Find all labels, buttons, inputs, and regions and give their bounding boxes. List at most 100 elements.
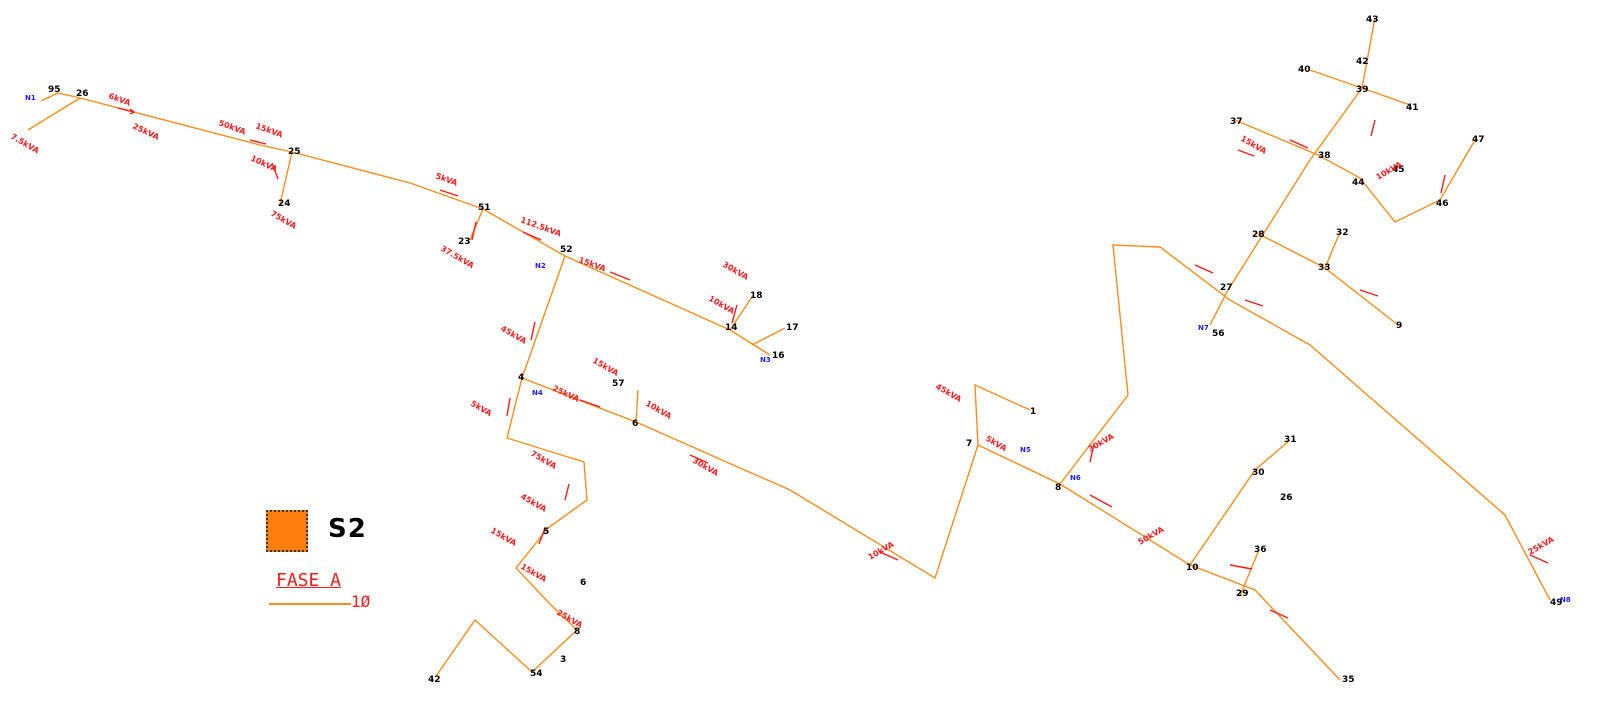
node-label: 49: [1550, 598, 1563, 608]
node-label: 30: [1252, 468, 1265, 478]
node-label: 52: [560, 245, 573, 255]
feeder-branch-16: [751, 327, 786, 346]
node-label: 95: [48, 85, 61, 95]
node-label: 24: [278, 199, 291, 209]
legend-phase-count: 1Ø: [351, 592, 371, 611]
load-label: 5kVA: [984, 434, 1009, 454]
node-label: 35: [1342, 675, 1355, 685]
node-label: 54: [530, 669, 543, 679]
load-arrows: [117, 107, 1549, 619]
node-label: 45: [1392, 165, 1405, 175]
node-label: 37: [1230, 117, 1243, 127]
node-label: 23: [458, 237, 471, 247]
node-label: 26: [76, 89, 89, 99]
load-label: 50kVA: [217, 118, 247, 136]
legend-symbol-label: S2: [328, 514, 367, 544]
load-label: 25kVA: [555, 608, 585, 630]
node-label: 33: [1318, 263, 1331, 273]
node-label: 56: [1212, 329, 1225, 339]
legend-phase-line: [269, 603, 351, 605]
feeder-branch-27: [1254, 231, 1399, 326]
node-label: 16: [772, 351, 785, 361]
load-arrow: [249, 139, 267, 145]
load-label: 112.5kVA: [519, 215, 563, 238]
load-arrow: [1529, 554, 1549, 564]
legend-phase-label: FASE A: [276, 570, 342, 591]
feeder-line-loop: [1059, 244, 1551, 601]
load-arrow: [1237, 149, 1255, 157]
feeder-branch-51: [469, 208, 484, 241]
legend-symbol-swatch: [266, 510, 308, 552]
node-label: 31: [1284, 435, 1297, 445]
load-arrow: [530, 321, 536, 341]
load-arrow: [1244, 299, 1264, 307]
node-label: 32: [1336, 228, 1349, 238]
load-arrow: [1440, 174, 1446, 194]
feeder-branch-37: [1234, 119, 1476, 223]
load-label: 25kVA: [131, 122, 161, 142]
load-label: 75kVA: [269, 209, 299, 231]
feeder-lines: [27, 17, 1551, 681]
load-label: 10kVA: [867, 539, 897, 561]
load-label: 45kVA: [499, 324, 529, 346]
node-tag: N3: [760, 356, 771, 364]
load-label: 7.5kVA: [9, 132, 41, 156]
node-label: 42: [1356, 57, 1369, 67]
load-arrow: [439, 189, 459, 197]
feeder-line-right: [977, 444, 1341, 681]
node-label: 47: [1472, 135, 1485, 145]
node-labels: 95 26 25 24 51 23 52 17 16 14 18 4 6 57 …: [48, 15, 1563, 685]
node-tags: N1 N2 N3 N4 N5 N6 N7 N8: [25, 94, 1571, 604]
node-label: 41: [1406, 103, 1419, 113]
node-label: 36: [1254, 545, 1267, 555]
node-label: 4: [518, 373, 524, 383]
node-tag: N7: [1198, 324, 1209, 332]
load-label: 10kVA: [249, 154, 279, 174]
load-label: 5kVA: [434, 171, 459, 188]
load-label: 25kVA: [551, 384, 581, 404]
load-arrow: [1089, 494, 1113, 508]
feeder-line-down: [435, 255, 588, 677]
node-label: 46: [1436, 199, 1449, 209]
feeder-branch-25: [279, 151, 293, 205]
load-label: 37.5kVA: [439, 244, 476, 271]
load-label: 45kVA: [519, 492, 549, 514]
load-label: 10kVA: [707, 294, 737, 316]
feeder-branch-33: [1324, 231, 1341, 269]
feeder-branch-35: [1239, 551, 1259, 597]
load-arrow: [1359, 289, 1379, 297]
node-label: 7: [966, 439, 972, 449]
load-arrow: [271, 162, 279, 180]
load-arrow: [538, 527, 546, 545]
load-arrow: [564, 483, 570, 501]
node-label: 8: [1055, 483, 1061, 493]
node-label: 25: [288, 147, 301, 157]
node-label: 29: [1236, 589, 1249, 599]
node-label: 40: [1298, 65, 1311, 75]
node-label: 6: [580, 578, 586, 588]
load-arrow: [731, 304, 738, 324]
load-label: 15kVA: [591, 356, 621, 378]
load-arrow: [1194, 264, 1214, 274]
node-label: 5: [543, 527, 549, 537]
load-label: 10kVA: [644, 399, 674, 421]
load-label: 15kVA: [519, 562, 549, 584]
node-label: 10: [1186, 563, 1199, 573]
load-arrow: [579, 399, 601, 408]
node-tag: N5: [1020, 446, 1031, 454]
node-label: 9: [1396, 321, 1402, 331]
load-arrow: [471, 221, 477, 241]
load-arrow: [522, 231, 542, 241]
node-label: 51: [478, 203, 491, 213]
feeder-branch-30: [1189, 439, 1291, 566]
load-label: 15kVA: [577, 255, 607, 273]
load-arrow: [1229, 564, 1253, 570]
node-tag: N8: [1560, 596, 1571, 604]
node-label: 8: [574, 627, 580, 637]
node-tag: N4: [532, 389, 543, 397]
load-arrow: [117, 107, 136, 115]
load-arrow: [1370, 119, 1376, 137]
feeder-branch-14: [729, 296, 753, 331]
load-label: 5kVA: [469, 399, 494, 419]
